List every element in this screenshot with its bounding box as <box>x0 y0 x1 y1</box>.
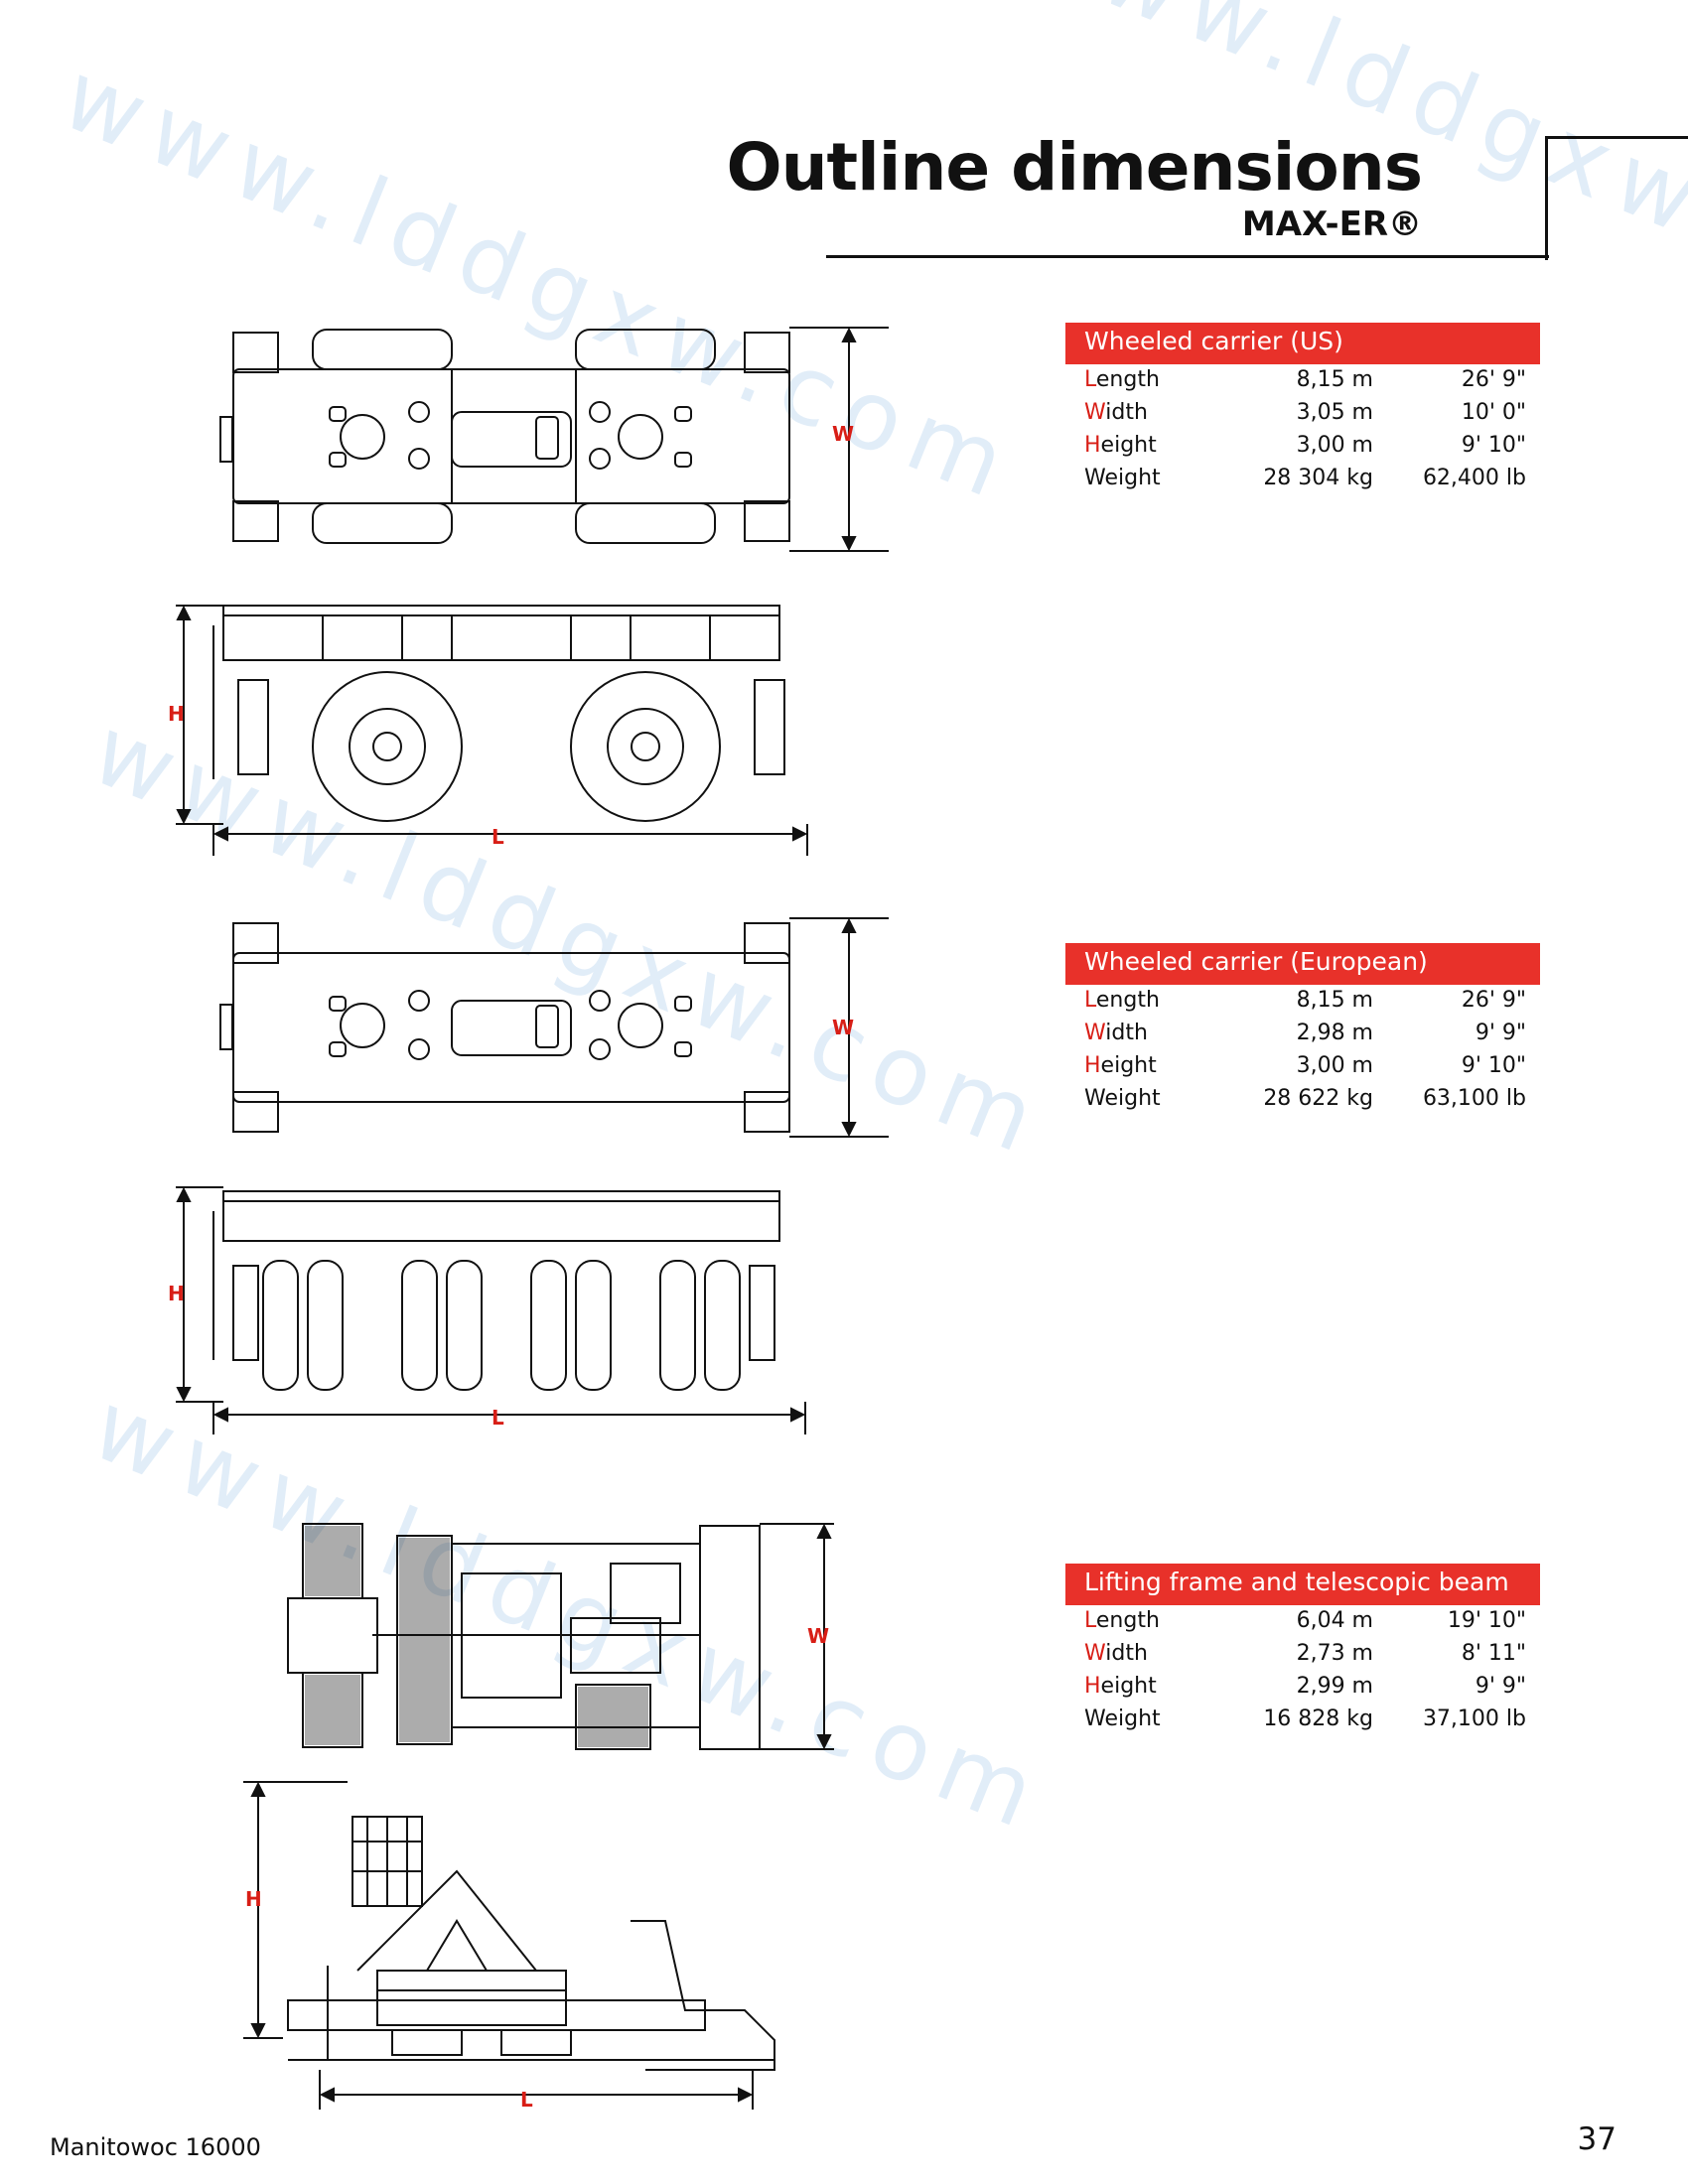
lifting-frame-side-view: H L <box>243 1781 775 2112</box>
dim-label-h: H <box>168 702 185 726</box>
dim-label-h: H <box>168 1282 185 1305</box>
dim-label-w: W <box>832 422 854 446</box>
title-bracket <box>1545 136 1548 260</box>
page-title: Outline dimensions <box>726 129 1423 205</box>
lifting-frame-top-view: W <box>287 1523 834 1750</box>
spec-table-lifting-frame: Lifting frame and telescopic beam Length… <box>1065 1564 1540 1736</box>
spec-heading: Lifting frame and telescopic beam <box>1065 1564 1540 1605</box>
dim-label-l: L <box>520 2088 533 2112</box>
spec-heading: Wheeled carrier (US) <box>1065 323 1540 364</box>
title-bracket-top <box>1545 136 1688 139</box>
page-number: 37 <box>1577 2121 1617 2157</box>
dim-label-l: L <box>492 825 504 849</box>
european-carrier-side-view: H L <box>168 1186 806 1434</box>
page-subtitle: MAX-ER® <box>1241 205 1422 244</box>
title-underline <box>826 255 1549 258</box>
european-carrier-top-view: W <box>219 917 889 1138</box>
us-carrier-side-view: H L <box>168 605 808 856</box>
footer-model: Manitowoc 16000 <box>50 2133 261 2161</box>
us-carrier-top-view: W <box>219 327 889 552</box>
spec-heading: Wheeled carrier (European) <box>1065 943 1540 985</box>
dim-label-h: H <box>245 1887 262 1911</box>
dim-label-w: W <box>832 1016 854 1039</box>
dim-label-l: L <box>492 1406 504 1430</box>
dim-label-w: W <box>807 1624 829 1648</box>
title-block: Outline dimensions MAX-ER® <box>726 127 1688 260</box>
